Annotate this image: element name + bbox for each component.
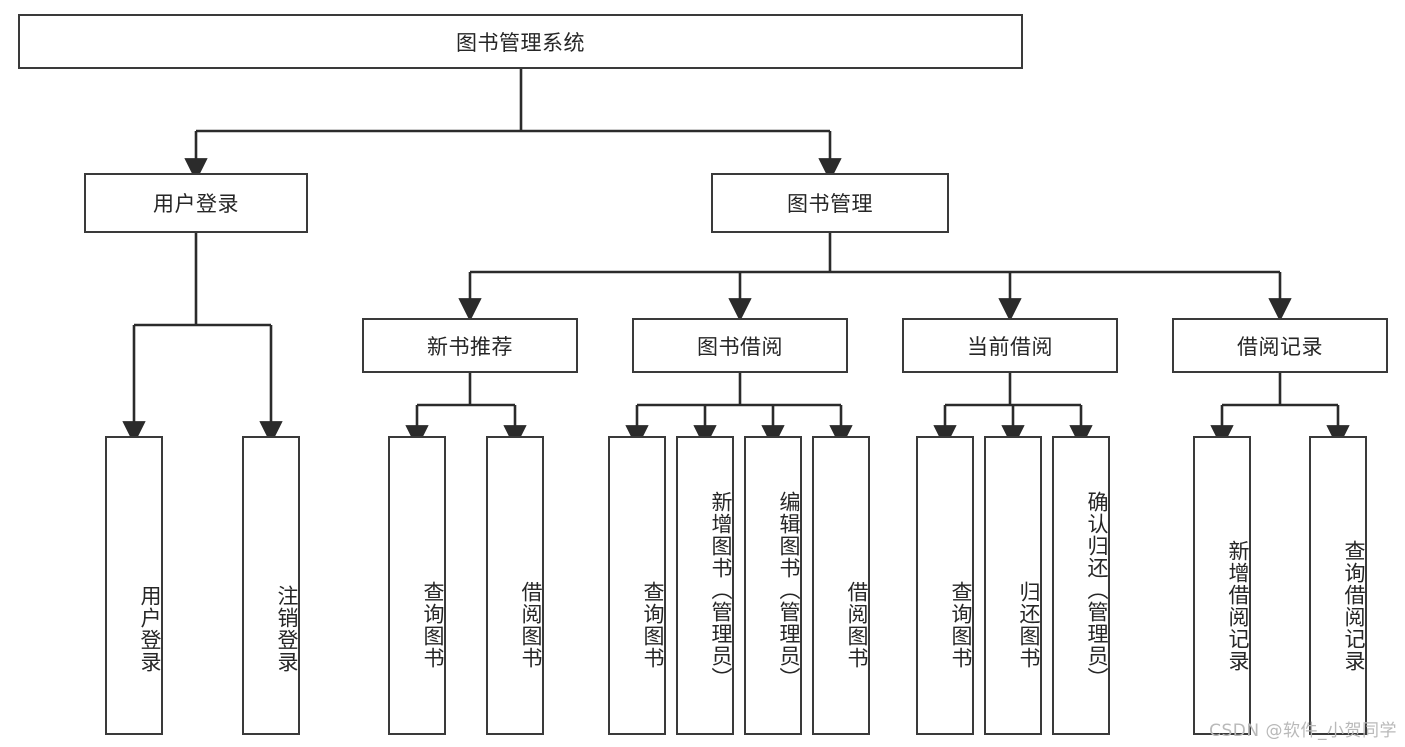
node-borrow-record[interactable]: 借阅记录 [1172,318,1388,373]
leaf-label: 查询图书 [949,580,973,669]
leaf-label: 查询借阅记录 [1342,539,1366,672]
node-book-borrow-label: 图书借阅 [697,334,783,359]
leaf-book-borrow-borrow[interactable]: 借阅图书 [812,436,870,735]
leaf-label: 借阅图书 [845,580,869,669]
connectors-root [122,69,1350,449]
leaf-label: 新增图书（管理员） [709,490,733,689]
leaf-user-login-login[interactable]: 用户登录 [105,436,163,735]
node-user-login[interactable]: 用户登录 [84,173,308,233]
node-book-borrow[interactable]: 图书借阅 [632,318,848,373]
leaf-label: 归还图书 [1017,580,1041,669]
leaf-new-book-borrow[interactable]: 借阅图书 [486,436,544,735]
csdn-watermark: CSDN @软件_小贺同学 [1209,721,1397,741]
node-user-login-label: 用户登录 [153,192,239,216]
leaf-current-borrow-return[interactable]: 归还图书 [984,436,1042,735]
leaf-label: 编辑图书（管理员） [777,490,801,689]
leaf-current-borrow-confirm-return[interactable]: 确认归还（管理员） [1052,436,1110,735]
node-book-management-label: 图书管理 [787,192,873,216]
leaf-borrow-record-query[interactable]: 查询借阅记录 [1309,436,1367,735]
leaf-label: 查询图书 [421,580,445,669]
leaf-book-borrow-edit[interactable]: 编辑图书（管理员） [744,436,802,735]
leaf-borrow-record-add[interactable]: 新增借阅记录 [1193,436,1251,735]
node-book-management[interactable]: 图书管理 [711,173,949,233]
leaf-book-borrow-add[interactable]: 新增图书（管理员） [676,436,734,735]
node-new-book-recommend[interactable]: 新书推荐 [362,318,578,373]
leaf-label: 注销登录 [275,584,299,673]
leaf-label: 查询图书 [641,580,665,669]
leaf-label: 新增借阅记录 [1226,539,1250,672]
node-root-label: 图书管理系统 [456,30,585,55]
node-current-borrow[interactable]: 当前借阅 [902,318,1118,373]
node-current-borrow-label: 当前借阅 [967,334,1053,359]
leaf-new-book-query[interactable]: 查询图书 [388,436,446,735]
leaf-label: 借阅图书 [519,580,543,669]
leaf-book-borrow-query[interactable]: 查询图书 [608,436,666,735]
node-borrow-record-label: 借阅记录 [1237,334,1323,359]
leaf-user-login-logout[interactable]: 注销登录 [242,436,300,735]
leaf-label: 确认归还（管理员） [1085,490,1109,689]
node-root-system[interactable]: 图书管理系统 [18,14,1023,69]
leaf-label: 用户登录 [138,584,162,673]
node-new-book-recommend-label: 新书推荐 [427,334,513,359]
leaf-current-borrow-query[interactable]: 查询图书 [916,436,974,735]
